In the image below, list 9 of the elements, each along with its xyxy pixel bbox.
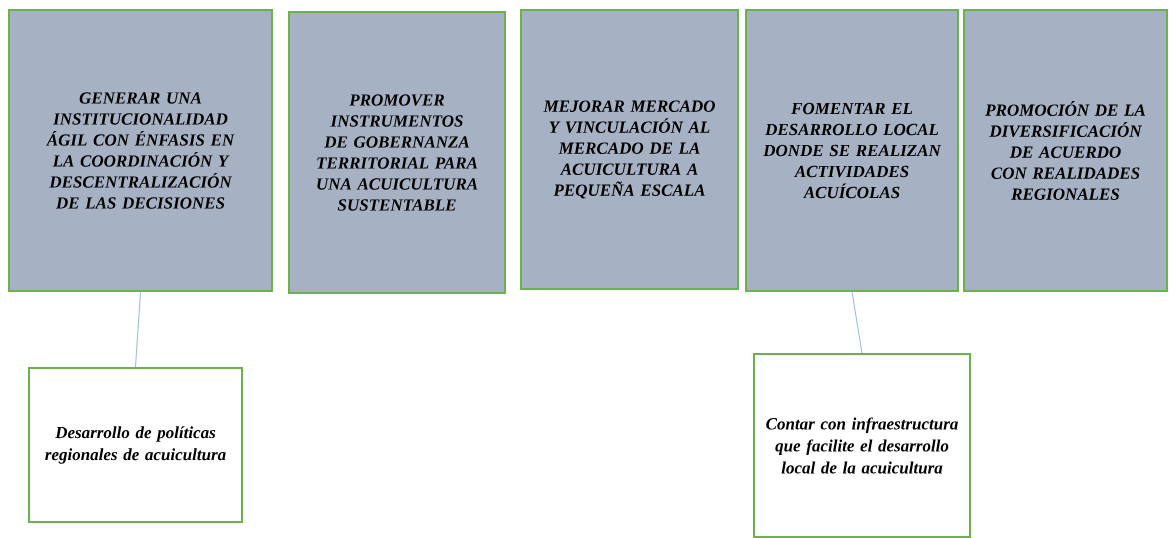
action-box: Contar con infraestructura que facilite el desarrollo local de la acuicultura (753, 353, 971, 538)
objective-box: FOMENTAR EL DESARROLLO LOCAL DONDE SE REALIZAN ACTIVIDADES ACUÍCOLAS (745, 9, 959, 292)
objective-box: PROMOCIÓN DE LA DIVERSIFICACIÓN DE ACUERDO CON REALIDADES REGIONALES (963, 9, 1168, 292)
objective-box: PROMOVER INSTRUMENTOS DE GOBERNANZA TERRITORIAL PARA UNA ACUICULTURA SUSTENTABLE (288, 11, 506, 294)
action-box: Desarrollo de políticas regionales de acuicultura (28, 367, 243, 523)
connector-line (135, 291, 141, 368)
objective-box: GENERAR UNA INSTITUCIONALIDAD ÁGIL CON ÉNFASIS EN LA COORDINACIÓN Y DESCENTRALIZACIÓN DE LAS DECISIONES (8, 9, 273, 292)
connector-line (851, 291, 863, 354)
objective-box: MEJORAR MERCADO Y VINCULACIÓN AL MERCADO DE LA ACUICULTURA A PEQUEÑA ESCALA (520, 9, 739, 290)
